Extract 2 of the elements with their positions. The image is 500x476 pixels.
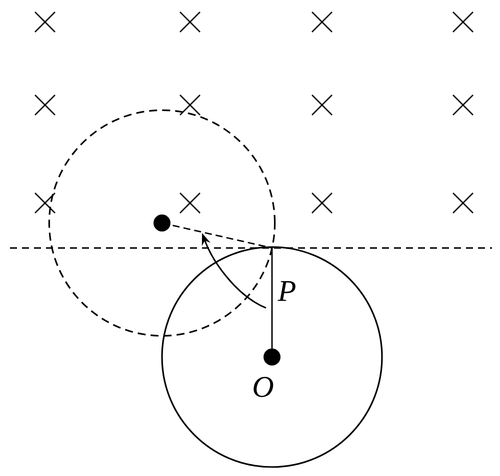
point-label: O: [254, 376, 274, 398]
point-label: P: [278, 281, 296, 301]
